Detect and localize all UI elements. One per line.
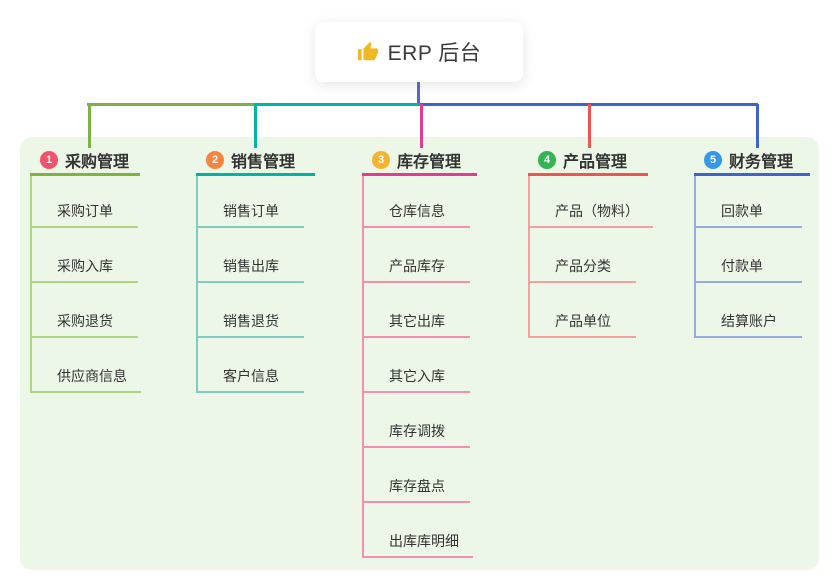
branch-number-badge: 2	[206, 151, 224, 169]
branch-number-badge: 1	[40, 151, 58, 169]
branch-label: 产品管理	[563, 154, 628, 171]
branch-drop-line	[588, 104, 591, 148]
branch-drop-line	[254, 104, 257, 148]
root-node-erp[interactable]: ERP 后台	[315, 22, 523, 82]
branch-drop-line	[88, 104, 91, 148]
root-node-label: ERP 后台	[387, 42, 482, 65]
child-node-other-outbound[interactable]: 其它出库	[362, 300, 470, 338]
child-node-customer-info[interactable]: 客户信息	[196, 355, 304, 393]
child-node-product-stock[interactable]: 产品库存	[362, 245, 470, 283]
child-node-sales-order[interactable]: 销售订单	[196, 190, 304, 228]
branch-child-connector	[694, 176, 696, 338]
branch-node-finance[interactable]: 5 财务管理	[694, 147, 810, 176]
branches-background-panel	[20, 137, 819, 570]
child-node-supplier-info[interactable]: 供应商信息	[30, 355, 141, 393]
branch-drop-line	[756, 104, 759, 148]
child-node-settlement-account[interactable]: 结算账户	[694, 300, 802, 338]
root-connector-line	[417, 82, 420, 106]
child-node-purchase-inbound[interactable]: 采购入库	[30, 245, 138, 283]
child-node-sales-return[interactable]: 销售退货	[196, 300, 304, 338]
child-node-payment-bill[interactable]: 付款单	[694, 245, 802, 283]
branch-label: 销售管理	[231, 154, 296, 171]
branch-sales-management: 2 销售管理 销售订单 销售出库 销售退货 客户信息	[196, 0, 356, 588]
child-node-outbound-detail[interactable]: 出库库明细	[362, 520, 473, 558]
branch-product-management: 4 产品管理 产品（物料） 产品分类 产品单位	[528, 0, 688, 588]
child-node-other-inbound[interactable]: 其它入库	[362, 355, 470, 393]
child-node-product-category[interactable]: 产品分类	[528, 245, 636, 283]
child-node-purchase-order[interactable]: 采购订单	[30, 190, 138, 228]
rail-segment-green	[87, 103, 255, 106]
branch-node-inventory[interactable]: 3 库存管理	[362, 147, 477, 176]
branch-child-connector	[196, 176, 198, 393]
child-node-purchase-return[interactable]: 采购退货	[30, 300, 138, 338]
branch-node-sales[interactable]: 2 销售管理	[196, 147, 315, 176]
branch-node-product[interactable]: 4 产品管理	[528, 147, 648, 176]
branch-child-connector	[30, 176, 32, 393]
child-node-receipt-bill[interactable]: 回款单	[694, 190, 802, 228]
branch-number-badge: 4	[538, 151, 556, 169]
branch-number-badge: 3	[372, 151, 390, 169]
branch-purchase-management: 1 采购管理 采购订单 采购入库 采购退货 供应商信息	[30, 0, 190, 588]
child-node-sales-outbound[interactable]: 销售出库	[196, 245, 304, 283]
branch-label: 库存管理	[397, 154, 462, 171]
branch-finance-management: 5 财务管理 回款单 付款单 结算账户	[694, 0, 839, 588]
child-node-stock-count[interactable]: 库存盘点	[362, 465, 470, 503]
branch-child-connector	[528, 176, 530, 338]
rail-segment-teal	[254, 103, 421, 106]
child-node-warehouse-info[interactable]: 仓库信息	[362, 190, 470, 228]
child-node-product-material[interactable]: 产品（物料）	[528, 190, 653, 228]
thumbs-up-icon	[357, 41, 378, 61]
branch-child-connector	[362, 176, 364, 558]
branch-node-purchase[interactable]: 1 采购管理	[30, 147, 140, 176]
child-node-stock-transfer[interactable]: 库存调拨	[362, 410, 470, 448]
branch-label: 采购管理	[65, 154, 130, 171]
branch-number-badge: 5	[704, 151, 722, 169]
branch-drop-line	[420, 104, 423, 148]
branch-inventory-management: 3 库存管理 仓库信息 产品库存 其它出库 其它入库 库存调拨 库存盘点 出库库…	[362, 0, 522, 588]
branch-label: 财务管理	[729, 154, 794, 171]
child-node-product-unit[interactable]: 产品单位	[528, 300, 636, 338]
